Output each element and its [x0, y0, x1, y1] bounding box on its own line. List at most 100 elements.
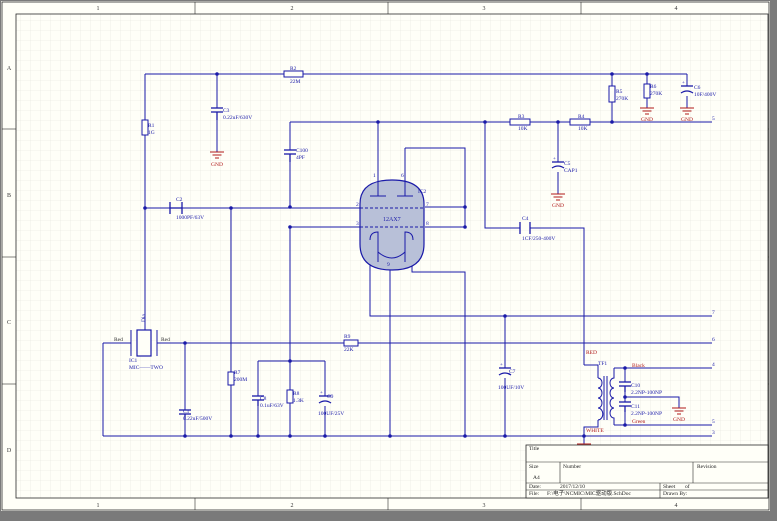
r3-value: 10K: [518, 126, 528, 132]
ic1-ref: IC1: [129, 358, 138, 364]
junction-dots: [143, 72, 649, 438]
tb-file-value: F:\电子\NCMIC\MIC驱动版.SchDoc: [547, 489, 631, 497]
gnd-r6-icon: [640, 107, 654, 115]
tube-pin-2: 2: [356, 202, 359, 208]
c4-value: 1CF/250-400V: [522, 236, 555, 242]
r2-value: 22M: [290, 79, 301, 85]
r5-body[interactable]: [608, 85, 616, 103]
c7-plus: +: [500, 363, 503, 368]
inner-frame: [15, 13, 769, 499]
r1-body[interactable]: [141, 119, 149, 136]
tb-sheet-label: Sheet: [663, 484, 676, 490]
r3-ref: R3: [518, 114, 525, 120]
tb-of-label: of: [685, 483, 690, 490]
c6-ref: C6: [694, 85, 701, 91]
c2-value: 1000PF/63V: [176, 215, 204, 221]
port-d: 4: [712, 362, 715, 368]
tube-pin-7: 7: [426, 202, 429, 208]
c4-ref: C4: [522, 216, 529, 222]
tb-drawn-label: Drawn By:: [663, 491, 688, 497]
tb-date-value: 2017/12/10: [560, 484, 585, 490]
c9-plus: +: [320, 391, 323, 396]
tb-date-label: Date:: [529, 484, 541, 490]
wire-green: Green: [632, 419, 646, 425]
r9-value: 22K: [344, 347, 354, 353]
port-e: 5: [712, 419, 715, 425]
tb-size-label: Size: [529, 464, 539, 470]
zone-col-2-bottom: 2: [291, 503, 294, 509]
tube-pin-6: 6: [401, 173, 404, 179]
port-a: 5: [712, 116, 715, 122]
zone-row-c: C: [7, 320, 11, 326]
zone-row-a: A: [7, 66, 12, 72]
transformer-tf1[interactable]: [597, 368, 615, 425]
c1-ref: C1: [183, 409, 190, 415]
c11-value: 2.2NP-100NP: [631, 411, 662, 417]
tb-size-value: A4: [533, 475, 540, 481]
c100-value: 4PF: [296, 155, 305, 161]
c10-ref: C10: [631, 383, 640, 389]
r2-body[interactable]: [283, 70, 304, 78]
ic2-value: 12AX7: [383, 217, 401, 223]
ic1-value: MIC——TWO: [129, 365, 163, 371]
c9-value: 100UF/25V: [318, 411, 344, 417]
r9-ref: R9: [344, 334, 351, 340]
tube-pin-9: 9: [387, 262, 390, 268]
tube-pin-8: 8: [426, 221, 429, 227]
port-c: 6: [712, 337, 715, 343]
port-f: 3: [712, 430, 715, 436]
r3-body[interactable]: [509, 118, 531, 126]
r4-value: 10K: [578, 126, 588, 132]
r1-ref: R1: [148, 123, 155, 129]
zone-col-4: 4: [675, 6, 678, 12]
r6-body[interactable]: [643, 83, 651, 99]
r9-body[interactable]: [343, 339, 359, 347]
zone-col-1-bottom: 1: [97, 503, 100, 509]
ic2-ref: IC2: [418, 189, 427, 195]
mic-ic1[interactable]: [130, 329, 158, 357]
c7-value: 100UF/10V: [498, 385, 524, 391]
tb-title-label: Title: [529, 446, 540, 452]
c3-value: 0.22uF/630V: [223, 115, 252, 121]
r8-value: 1.3K: [293, 398, 304, 404]
r2-ref: R2: [290, 66, 297, 72]
c6-value: 10F/400V: [694, 92, 716, 98]
r5-value: 270K: [616, 96, 628, 102]
capacitors: [169, 85, 694, 420]
c3-ref: C3: [223, 108, 230, 114]
r7-body[interactable]: [227, 371, 235, 386]
resistors: [141, 70, 651, 404]
wire-black: Black: [632, 363, 645, 369]
c7-ref: C7: [509, 369, 516, 375]
c9-ref: C9: [327, 394, 334, 400]
tube-pin-3: 3: [356, 221, 359, 227]
zone-col-2: 2: [291, 6, 294, 12]
r5-ref: R5: [616, 89, 623, 95]
tube-12ax7[interactable]: [359, 179, 425, 271]
zone-col-1: 1: [97, 6, 100, 12]
r1-value: 1G: [148, 130, 155, 136]
title-block: [525, 444, 769, 499]
tb-file-label: File:: [529, 491, 540, 497]
r7-value: 200M: [234, 377, 247, 383]
r6-value: 270K: [650, 91, 662, 97]
r8-body[interactable]: [286, 389, 294, 404]
gnd-label-c5: GND: [552, 203, 564, 209]
zone-row-d: D: [7, 448, 12, 454]
outer-frame: [1, 1, 770, 511]
r7-ref: R7: [234, 370, 241, 376]
c10-value: 2.2NP-100NP: [631, 390, 662, 396]
c8-ref: C8: [260, 396, 267, 402]
tf1-ref: TF1: [598, 361, 607, 367]
r4-body[interactable]: [569, 118, 591, 126]
zone-col-3-bottom: 3: [483, 503, 486, 509]
tube-envelope: [359, 179, 425, 271]
c100-ref: C100: [296, 148, 308, 154]
port-b: 7: [712, 310, 715, 316]
zone-ticks: [2, 2, 769, 510]
wire-red-1: Red: [114, 337, 123, 343]
zone-col-4-bottom: 4: [675, 503, 678, 509]
r8-ref: R8: [293, 391, 300, 397]
c6-plus: +: [682, 81, 685, 86]
